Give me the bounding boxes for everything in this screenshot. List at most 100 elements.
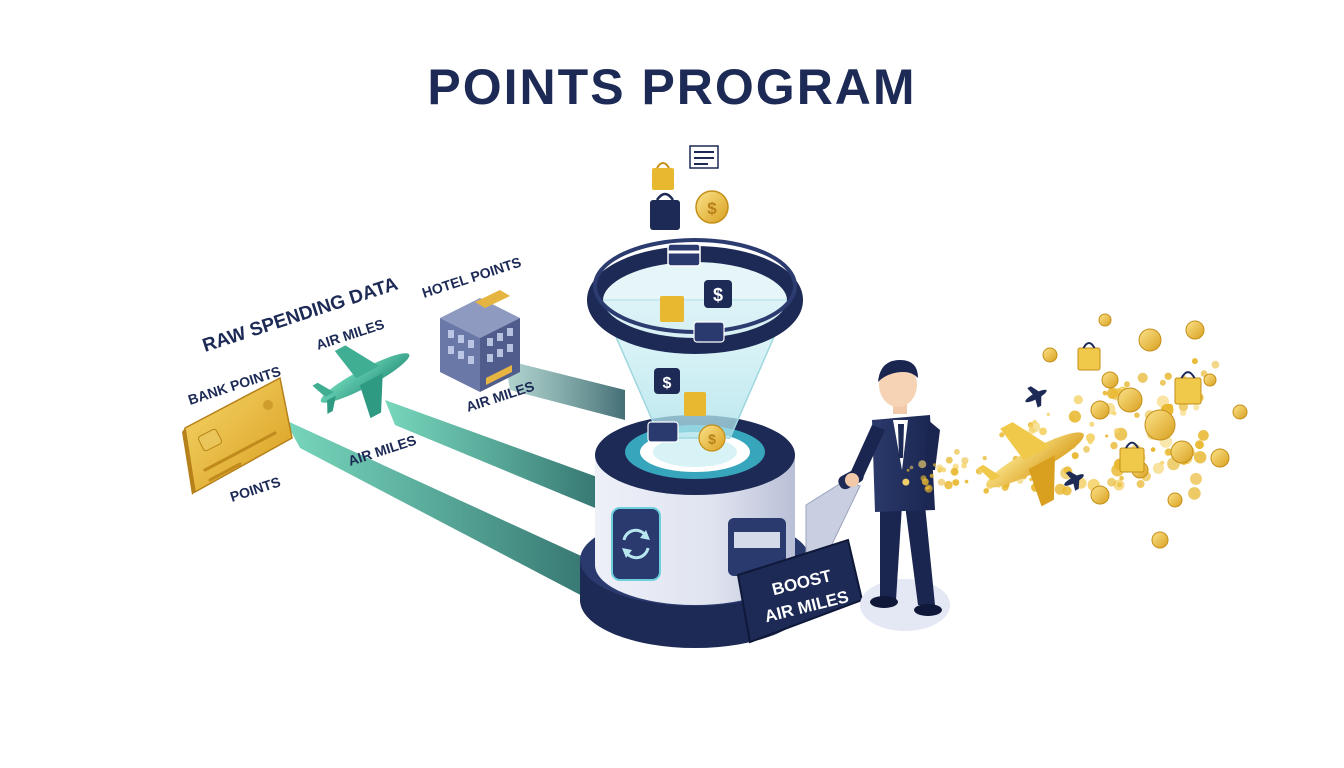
gold-coin-icon [1098,313,1112,327]
gold-coin-icon [1101,371,1119,389]
raw-spending-label: RAW SPENDING DATA [200,274,401,357]
small-airplane-icon [1025,386,1047,408]
gold-particle [1195,440,1204,450]
gold-particle [1039,427,1047,436]
gold-particle [1211,360,1220,369]
gold-particle [1087,439,1093,445]
airplane-icon [312,345,410,419]
shopping-bag-icon [1119,441,1145,473]
receipt-icon [689,145,719,169]
dollar-tile-icon: $ [704,280,732,308]
gold-particle [1073,395,1083,405]
gold-particle [918,460,927,469]
svg-text:$: $ [663,375,672,392]
svg-text:$: $ [708,431,716,447]
gold-particle [925,486,929,490]
gold-particle [1102,390,1108,396]
gold-particle [1198,430,1209,441]
gold-particle [1110,441,1118,450]
gold-particle [945,456,953,464]
shopping-bag-icon [1077,342,1101,371]
air-miles-label: AIR MILES [314,316,386,353]
reward-burst [902,313,1248,549]
gold-particle [1165,448,1173,456]
refresh-icon [611,507,661,581]
gold-particle [1028,427,1036,435]
gold-particle [950,467,959,476]
boost-air-miles-button[interactable]: BOOST AIR MILES [736,538,864,644]
svg-text:$: $ [713,285,723,305]
gold-particle [961,462,967,469]
gold-particle [1164,372,1172,380]
gold-particle [1105,434,1109,438]
data-streams [285,360,625,600]
gold-particle [944,480,953,490]
gold-particle [1179,409,1187,416]
gold-particle [1190,472,1202,485]
shopping-bag-icon [652,162,674,190]
dollar-coin-icon: $ [695,190,729,224]
gold-particle [932,463,937,467]
gold-particle [982,455,987,461]
gold-particle [1124,381,1130,388]
stream-air-miles [385,400,600,510]
gold-particle [1150,447,1156,452]
gold-particle [1032,419,1037,424]
gold-particle [1137,372,1148,383]
gold-particle [1071,452,1079,460]
gold-particle [1188,487,1201,500]
gold-particle [1001,483,1009,491]
gold-particle [902,478,910,486]
gold-particle [929,473,934,478]
shopping-bag-icon [650,192,680,230]
gold-particle [1134,412,1140,419]
businessman-figure [845,360,950,631]
gold-particle [906,468,910,472]
gold-coin-icon [1210,448,1230,468]
stream-hotel [505,360,625,420]
dollar-tile-icon: $ [654,368,680,394]
dollar-coin-icon: $ [698,424,726,452]
gold-particle [961,457,969,465]
gold-coin-icon [1170,440,1194,464]
gold-particle [1107,387,1119,399]
gold-particle [1113,427,1120,434]
small-airplane-icon [1064,471,1084,491]
shopping-bag-icon [1174,371,1202,405]
stream-points [285,420,590,600]
gold-particle [1117,482,1123,488]
shopping-bag-icon [684,392,706,416]
svg-text:$: $ [707,199,717,218]
gold-particle [937,478,946,486]
gold-particle [1107,477,1116,487]
gold-particle [952,479,960,486]
golden-airplane-icon [977,422,1084,507]
gold-coin-icon [1185,320,1205,340]
hotel-points-label: HOTEL POINTS [420,254,523,301]
credit-card-icon [693,321,725,343]
page-title: POINTS PROGRAM [427,59,917,115]
gold-coin-icon [1090,400,1110,420]
gold-coin-icon [1090,485,1110,505]
gold-particle [953,448,960,455]
falling-items: $ $ $ $ [647,145,732,452]
gold-coin-icon [1138,328,1162,352]
gold-particle [921,478,929,486]
credit-card-icon [647,421,679,443]
gold-coin-icon [1167,492,1183,508]
hotel-building-icon [440,290,520,392]
gold-particle [1029,477,1033,481]
gold-particle [1046,412,1051,417]
gold-coin-icon [1042,347,1058,363]
gold-particle [1193,404,1200,411]
plane-stream-label: AIR MILES [346,432,418,469]
credit-card-icon [667,243,701,267]
gold-coin-icon [1232,404,1248,420]
gold-particle [1119,475,1124,481]
gold-particle [1068,410,1081,423]
gold-particle [1136,480,1145,488]
gold-particle [1191,358,1198,365]
gold-particle [1062,486,1072,496]
gold-particle [1086,433,1095,443]
